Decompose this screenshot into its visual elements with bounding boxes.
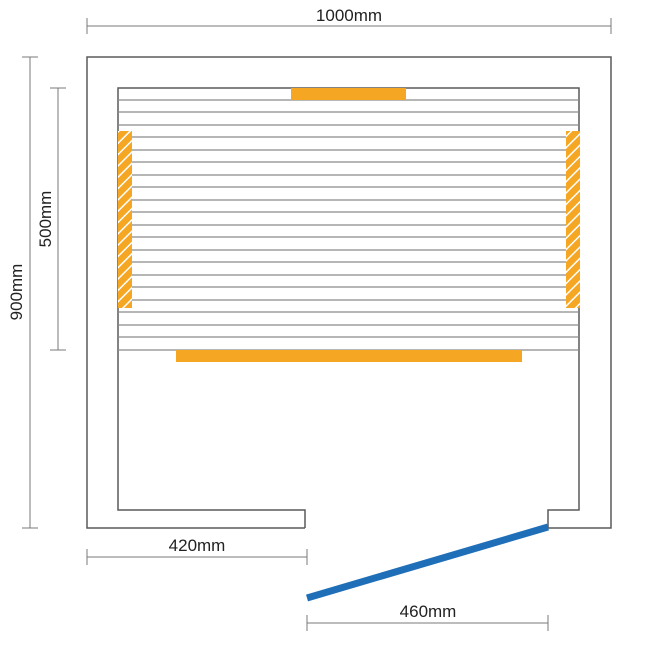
dimension-front-wall (86, 549, 308, 565)
dimension-depth (22, 56, 38, 529)
inner-wall (117, 87, 580, 528)
heater-floor (176, 350, 522, 362)
front-wall-label: 420mm (169, 536, 226, 555)
dimension-bench (50, 87, 66, 351)
heater-right (566, 131, 580, 308)
width-label: 1000mm (316, 6, 382, 25)
heater-left (118, 131, 132, 308)
bench-label: 500mm (36, 191, 55, 248)
dimension-door (306, 615, 549, 631)
bench-slats (118, 99, 579, 351)
outer-wall (86, 56, 612, 529)
depth-label: 900mm (7, 264, 26, 321)
dimension-width (86, 18, 612, 34)
door-panel (306, 523, 549, 602)
door-label: 460mm (400, 602, 457, 621)
heater-back (291, 88, 406, 100)
